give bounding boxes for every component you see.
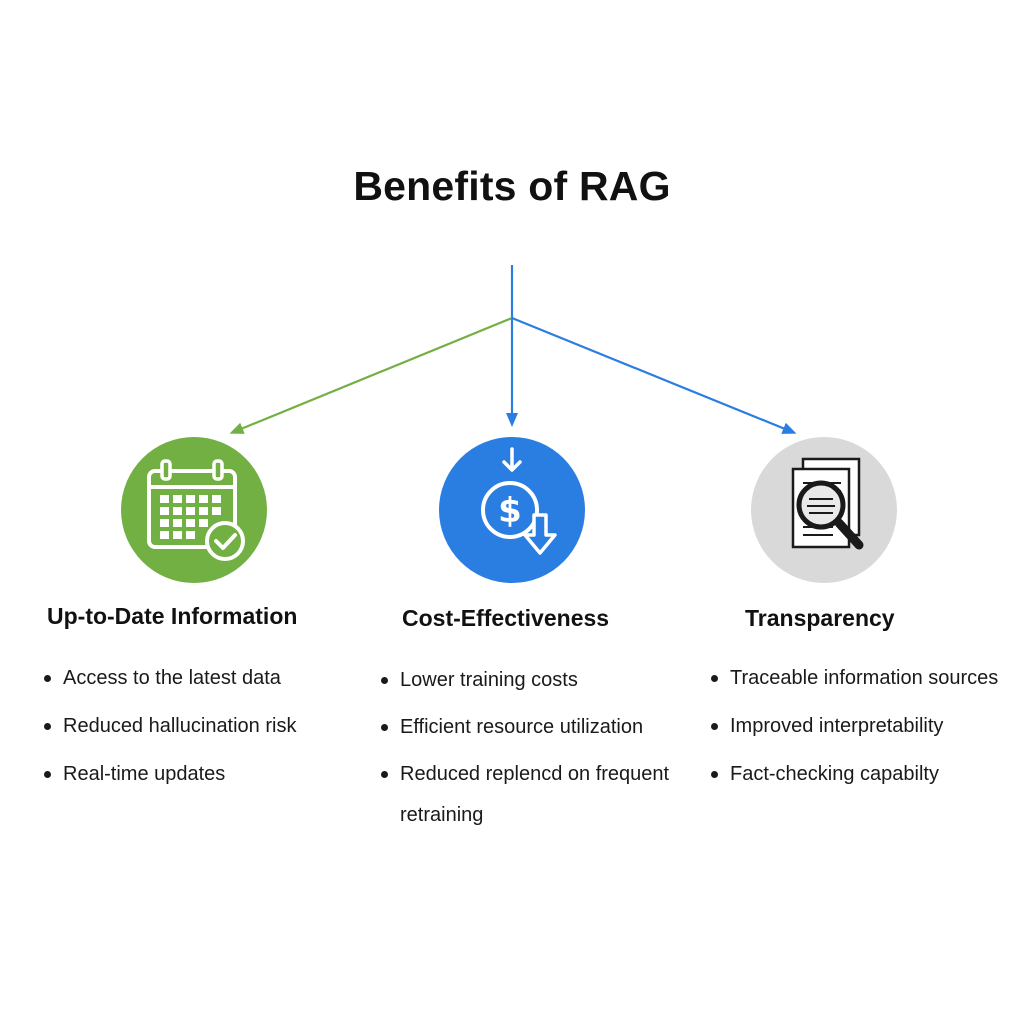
- list-item: Improved interpretability: [711, 714, 1011, 738]
- bullet-list-transparency: Traceable information sources Improved i…: [711, 666, 1011, 810]
- icon-circle-transparency: [751, 437, 897, 583]
- branch-arrow-left: [229, 316, 513, 434]
- dollar-down-arrow-icon: $: [481, 447, 557, 555]
- icon-circle-up-to-date: [121, 437, 267, 583]
- diagram-title: Benefits of RAG: [353, 163, 671, 209]
- list-item: Access to the latest data: [44, 666, 364, 690]
- list-item: Real-time updates: [44, 762, 364, 786]
- heading-transparency: Transparency: [745, 605, 895, 631]
- document-magnifier-icon: [791, 457, 864, 550]
- list-item: Reduced hallucination risk: [44, 714, 364, 738]
- icon-circle-cost-effectiveness: $: [439, 437, 585, 583]
- bullet-list-cost-effectiveness: Lower training costs Efficient resource …: [381, 660, 681, 842]
- list-item: Lower training costs: [381, 660, 681, 701]
- heading-cost-effectiveness: Cost-Effectiveness: [402, 605, 610, 631]
- heading-up-to-date-information: Up-to-Date Information: [47, 603, 298, 629]
- list-item: Traceable information sources: [711, 666, 1011, 690]
- list-item: Efficient resource utilization: [381, 707, 681, 748]
- branch-arrow-right: [511, 316, 797, 434]
- list-item: Fact-checking capabilty: [711, 762, 1011, 786]
- calendar-check-icon: [147, 459, 245, 561]
- bullet-list-up-to-date: Access to the latest data Reduced halluc…: [44, 666, 364, 810]
- list-item: Reduced replencd on frequent retraining: [381, 754, 681, 836]
- svg-text:$: $: [498, 491, 522, 531]
